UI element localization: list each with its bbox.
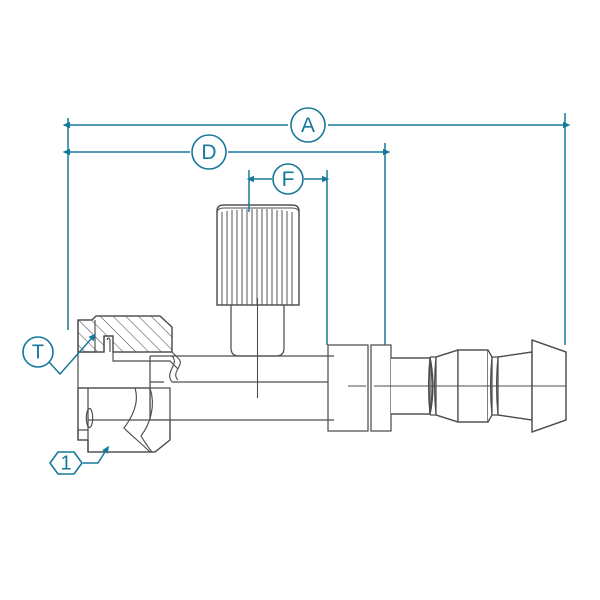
dim-d-marker — [191, 134, 227, 170]
balloon-t: T — [22, 333, 96, 376]
dim-f-label: F — [282, 168, 295, 191]
knurled-knob — [216, 204, 300, 306]
balloon-1-leader — [83, 445, 109, 464]
washer-collar — [370, 344, 392, 432]
main-shaft — [149, 355, 330, 421]
dim-d: D — [62, 134, 391, 170]
lower-nut — [77, 387, 171, 453]
hex-nut — [327, 344, 369, 432]
drawing-geometry — [77, 204, 567, 453]
dim-a-label: A — [301, 114, 315, 137]
dimension-annotations: A D F T 1 — [22, 107, 571, 475]
balloon-1-marker — [49, 451, 83, 475]
dim-a: A — [62, 107, 571, 143]
dim-f-marker — [272, 163, 304, 195]
balloon-t-label: T — [32, 342, 44, 364]
balloon-t-marker — [22, 336, 54, 368]
dim-f: F — [246, 163, 330, 195]
coupling-body — [77, 315, 181, 398]
hose-barb — [391, 339, 567, 433]
dim-a-marker — [290, 107, 326, 143]
balloon-1-label: 1 — [60, 453, 71, 475]
balloon-t-leader — [48, 333, 96, 376]
balloon-1: 1 — [49, 445, 109, 475]
dim-d-label: D — [201, 141, 216, 164]
knurl-ribs — [221, 209, 293, 305]
